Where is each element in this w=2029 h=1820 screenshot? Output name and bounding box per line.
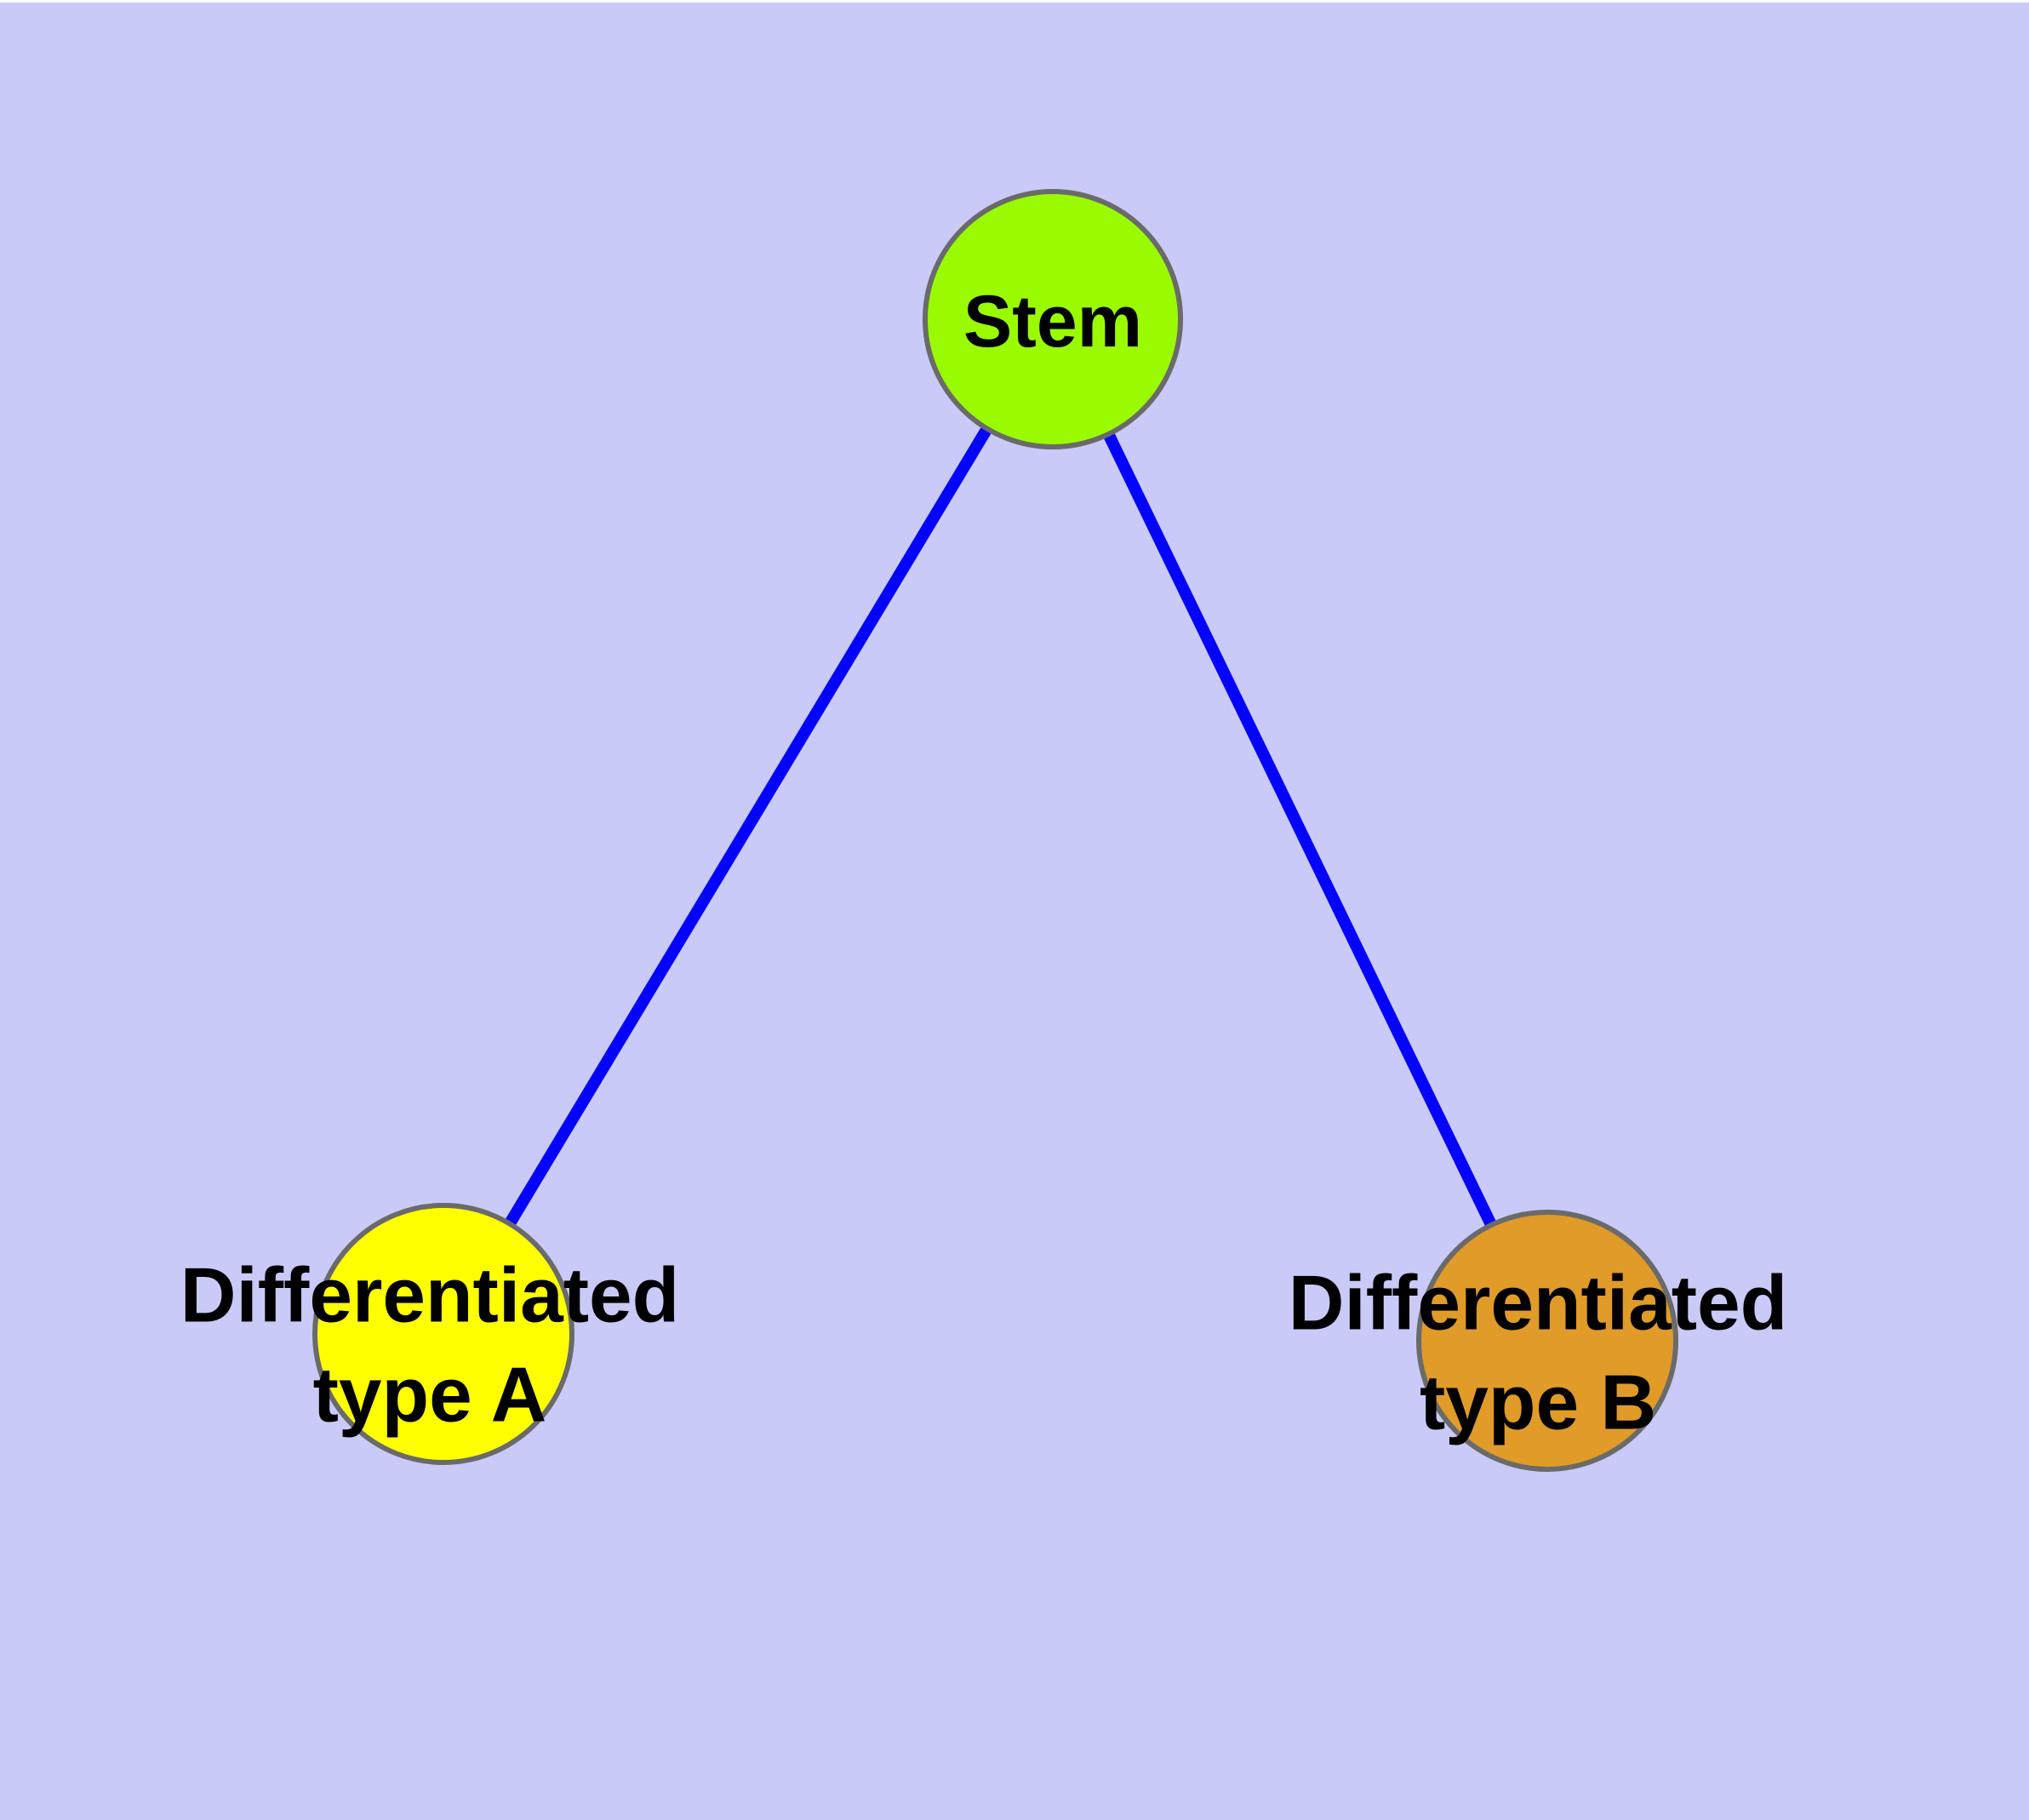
edge-stem-type-b	[1047, 316, 1553, 1344]
edge-stem-type-a	[437, 316, 1059, 1337]
edges-layer	[437, 316, 1553, 1344]
node-stem[interactable]	[923, 189, 1183, 449]
node-type-b[interactable]	[1416, 1210, 1678, 1472]
node-label-stem: Stem	[963, 281, 1142, 363]
node-type-a[interactable]	[312, 1203, 574, 1465]
nodes-layer	[312, 189, 1678, 1472]
